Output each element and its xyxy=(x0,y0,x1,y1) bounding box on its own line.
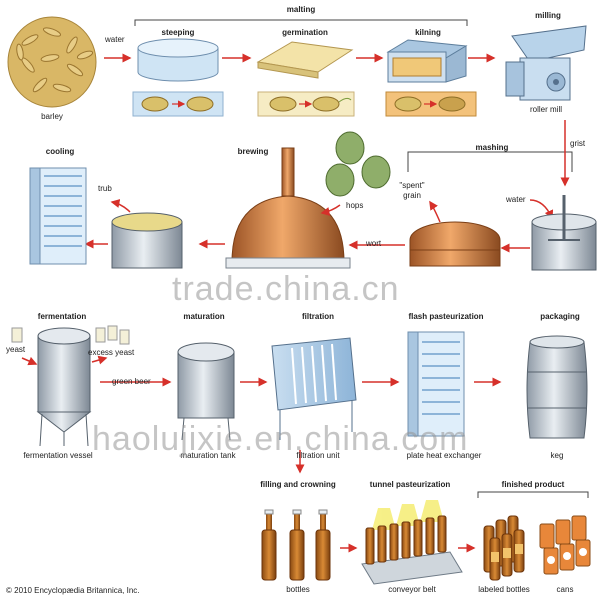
label-cans: cans xyxy=(556,585,574,594)
label-trub: trub xyxy=(98,184,112,193)
mashing-bracket xyxy=(407,151,573,172)
yeast-glass xyxy=(11,327,23,343)
stage-mashing: mashing xyxy=(475,143,509,152)
label-yeast: yeast xyxy=(6,345,26,354)
plate-heat-exchanger xyxy=(407,331,465,437)
stage-tunnel-pasteurization: tunnel pasteurization xyxy=(369,480,451,489)
finished-product-bracket xyxy=(477,491,589,498)
stage-germination: germination xyxy=(282,28,328,37)
brew-kettle xyxy=(225,147,351,269)
stage-maturation: maturation xyxy=(183,312,225,321)
stage-filtration: filtration xyxy=(302,312,334,321)
roller-mill xyxy=(505,25,587,101)
label-wort: wort xyxy=(366,239,382,248)
label-fermentation-vessel: fermentation vessel xyxy=(23,451,93,460)
label-plate-heat-exchanger: plate heat exchanger xyxy=(406,451,482,460)
grain-closeup-kilning xyxy=(385,91,477,117)
keg xyxy=(526,335,588,439)
cooling-plate-exchanger xyxy=(29,167,87,265)
stage-fermentation: fermentation xyxy=(37,312,87,321)
label-keg: keg xyxy=(550,451,564,460)
conveyor-belt xyxy=(361,500,463,585)
label-labeled-bottles: labeled bottles xyxy=(478,585,530,594)
stage-malting: malting xyxy=(286,5,316,14)
label-spent-grain-line1: "spent" xyxy=(399,181,425,190)
cans xyxy=(539,515,591,575)
filling-bottles xyxy=(261,509,331,581)
watermark-top: trade.china.cn xyxy=(172,270,400,308)
copyright-notice: © 2010 Encyclopædia Britannica, Inc. xyxy=(6,586,140,595)
arrow-excess-yeast-out xyxy=(91,355,108,365)
label-barley: barley xyxy=(41,112,63,121)
label-grist: grist xyxy=(570,139,586,148)
label-maturation-tank: maturation tank xyxy=(180,451,236,460)
grain-closeup-germination xyxy=(257,91,355,117)
stage-filling-and-crowning: filling and crowning xyxy=(260,480,336,489)
maturation-tank xyxy=(177,342,235,441)
label-hops: hops xyxy=(346,201,364,210)
stage-brewing: brewing xyxy=(237,147,269,156)
label-roller-mill: roller mill xyxy=(530,105,562,114)
fermentation-vessel xyxy=(36,327,92,447)
label-water-steeping: water xyxy=(105,35,125,44)
stage-packaging: packaging xyxy=(540,312,580,321)
mash-tun xyxy=(531,195,597,271)
excess-yeast-glasses xyxy=(95,325,130,345)
germination-tray xyxy=(256,41,354,79)
hops-cones xyxy=(325,131,391,197)
steeping-tub xyxy=(137,38,219,82)
arrow-yeast-in xyxy=(21,356,38,366)
label-green-beer: green beer xyxy=(112,377,151,386)
labeled-bottles xyxy=(483,515,525,581)
kilning-box xyxy=(386,39,468,83)
label-spent-grain-line2: grain xyxy=(403,191,421,200)
malting-bracket xyxy=(134,19,468,26)
stage-kilning: kilning xyxy=(415,28,441,37)
watermark-bottom: haolujixie.en.china.com xyxy=(92,420,469,458)
label-bottles: bottles xyxy=(286,585,310,594)
label-conveyor-belt: conveyor belt xyxy=(388,585,436,594)
whirlpool-tank xyxy=(111,212,183,269)
stage-steeping: steeping xyxy=(161,28,195,37)
stage-milling: milling xyxy=(535,11,561,20)
lauter-tun xyxy=(409,221,501,267)
stage-cooling: cooling xyxy=(45,147,75,156)
arrow-trub xyxy=(110,199,131,213)
stage-finished-product: finished product xyxy=(501,480,565,489)
barley-pile xyxy=(7,16,97,108)
label-water-mashing: water xyxy=(506,195,526,204)
arrow-lauter-spent-grain xyxy=(429,200,441,223)
arrow-hops-to-kettle xyxy=(320,204,341,216)
stage-flash-pasteurization: flash pasteurization xyxy=(408,312,484,321)
label-filtration-unit: filtration unit xyxy=(296,451,340,460)
label-excess-yeast: excess yeast xyxy=(88,348,135,357)
filtration-unit xyxy=(271,337,357,440)
